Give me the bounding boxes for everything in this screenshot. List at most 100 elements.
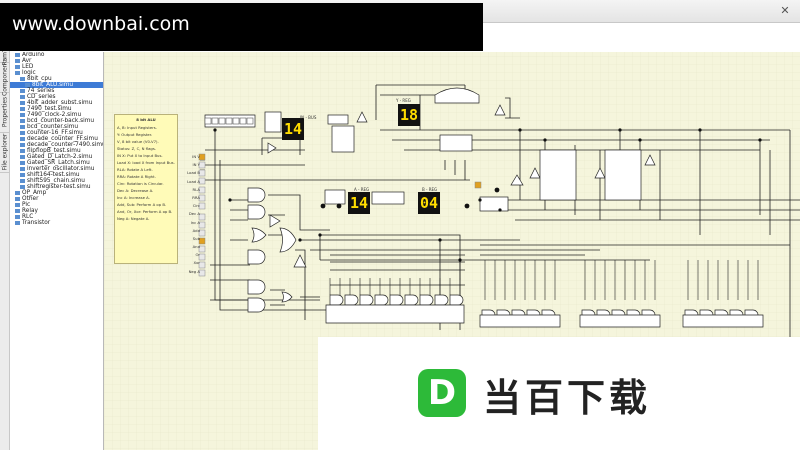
tree-item-label: shift164-test.simu (27, 172, 80, 178)
folder-icon (15, 70, 20, 75)
folder-icon (20, 94, 25, 99)
tree-item[interactable]: bcd_counter.simu (10, 124, 103, 130)
tree-item-label: Pic (22, 202, 31, 208)
tree-item-label: 8bit_cpu (27, 76, 52, 82)
tree-item[interactable]: shiftregister-test.simu (10, 184, 103, 190)
tree-item-label: 8bit_ALU.simu (32, 82, 74, 88)
tree-item[interactable]: decade_counter-7490.simu (10, 142, 103, 148)
folder-icon (15, 190, 20, 195)
tree-item-label: shiftregister-test.simu (27, 184, 91, 190)
tree-item-label: decade_counter-7490.simu (27, 142, 104, 148)
tree-item-label: 4bit_adder_subst.simu (27, 100, 93, 106)
note-line: Add, Sub: Perform A op B. (117, 202, 167, 207)
file-icon (20, 100, 25, 105)
folder-icon (15, 196, 20, 201)
input-label: Load A (187, 178, 200, 184)
tree-item[interactable]: 7490_test.simu (10, 106, 103, 112)
tree-item-label: 7490_clock-2.simu (27, 112, 82, 118)
tree-item[interactable]: Pic (10, 202, 103, 208)
out-y-label: Y - REG (396, 98, 411, 103)
input-label: Neg A (188, 268, 200, 274)
close-icon[interactable]: ✕ (780, 4, 790, 17)
file-icon (20, 172, 25, 177)
tree-item[interactable]: CD_series (10, 94, 103, 100)
input-label: RLA (192, 186, 200, 192)
note-line: Y: Output Register. (117, 132, 153, 137)
note-line: And, Or, Xor: Perform A op B. (117, 209, 173, 214)
input-label: And (192, 244, 200, 250)
tree-item-label: Gated_SR_Latch.simu (27, 160, 90, 166)
note-line: IN X: Put X to Input Bus. (117, 153, 163, 158)
tree-item[interactable]: inverter_oscillator.simu (10, 166, 103, 172)
tab-label: File explorer (1, 133, 8, 171)
tree-item-label: Relay (22, 208, 38, 214)
file-icon (25, 82, 30, 87)
tree-item-label: LED (22, 64, 34, 70)
tree-item[interactable]: 74_series (10, 88, 103, 94)
tab-file-explorer[interactable]: File explorer (0, 132, 9, 173)
tree-item[interactable]: counter-16_FF.simu (10, 130, 103, 136)
tree-item[interactable]: Avr (10, 58, 103, 64)
tree-item-label: Other (22, 196, 39, 202)
input-label: Dec A (188, 211, 200, 217)
tree-item-label: bcd_counter-back.simu (27, 118, 95, 124)
tree-item[interactable]: decade_counter_FF.simu (10, 136, 103, 142)
note-title: 8 bit ALU (136, 117, 156, 122)
tab-properties[interactable]: Properties (0, 92, 9, 133)
in-label: IN - BUS (300, 115, 317, 120)
input-label: Circ (192, 203, 200, 209)
tab-ramtable[interactable]: RamTable (0, 36, 9, 66)
b-reg-display: 04 (419, 194, 439, 212)
tree-item[interactable]: RLC (10, 214, 103, 220)
tree-item[interactable]: logic (10, 70, 103, 76)
tree-item[interactable]: Relay (10, 208, 103, 214)
tree-item-label: counter-16_FF.simu (27, 130, 83, 136)
tab-components[interactable]: Components (0, 58, 9, 96)
tree-item-label: Avr (22, 58, 32, 64)
file-icon (20, 124, 25, 129)
file-icon (20, 154, 25, 159)
folder-icon (15, 202, 20, 207)
tree-item[interactable]: bcd_counter-back.simu (10, 118, 103, 124)
tree-item[interactable]: Arduino (10, 52, 103, 58)
alu-note: 8 bit ALU A, B: Input Registers. Y: Outpu… (114, 114, 178, 264)
tree-item[interactable]: 8bit_cpu (10, 76, 103, 82)
tree-item-label: Gated_D_Latch-2.simu (27, 154, 93, 160)
note-line: A, B: Input Registers. (117, 125, 157, 130)
input-label: IN V (192, 154, 200, 159)
tree-item[interactable]: shift595_chain.simu (10, 178, 103, 184)
tree-item[interactable]: Other (10, 196, 103, 202)
tree-item-label: flipflopB_test.simu (27, 148, 81, 154)
logo-d-icon: D (418, 369, 466, 417)
tree-item-label: decade_counter_FF.simu (27, 136, 98, 142)
file-icon (20, 106, 25, 111)
tree-item-label: 7490_test.simu (27, 106, 72, 112)
tree-item[interactable]: 4bit_adder_subst.simu (10, 100, 103, 106)
tree-item-label: OP_Amp (22, 190, 47, 196)
b-reg-label: B - REG (422, 187, 438, 192)
note-line: Circ: Rotation is Circular. (117, 181, 164, 186)
tree-item[interactable]: Gated_D_Latch-2.simu (10, 154, 103, 160)
input-label: Add (192, 227, 200, 233)
tree-item[interactable]: Transistor (10, 220, 103, 226)
file-icon (20, 136, 25, 141)
tree-item[interactable]: Gated_SR_Latch.simu (10, 160, 103, 166)
tree-item[interactable]: 8bit_ALU.simu (10, 82, 103, 88)
tab-label: Properties (1, 96, 8, 128)
input-label: Inc A (190, 219, 200, 225)
note-line: Neg A: Negate A. (117, 216, 150, 221)
folder-icon (15, 52, 20, 57)
tree-item-label: CD_series (27, 94, 56, 100)
tree-item[interactable]: LED (10, 64, 103, 70)
tree-item[interactable]: OP_Amp (10, 190, 103, 196)
side-tab-bar: File explorer Properties Components RamT… (0, 22, 10, 450)
tree-item[interactable]: shift164-test.simu (10, 172, 103, 178)
tree-item[interactable]: flipflopB_test.simu (10, 148, 103, 154)
display-group (282, 104, 440, 214)
tree-item-label: shift595_chain.simu (27, 178, 85, 184)
note-line: RLA: Rotate A Left. (117, 167, 153, 172)
out-y-display: 18 (399, 106, 419, 124)
tree-item[interactable]: 7490_clock-2.simu (10, 112, 103, 118)
